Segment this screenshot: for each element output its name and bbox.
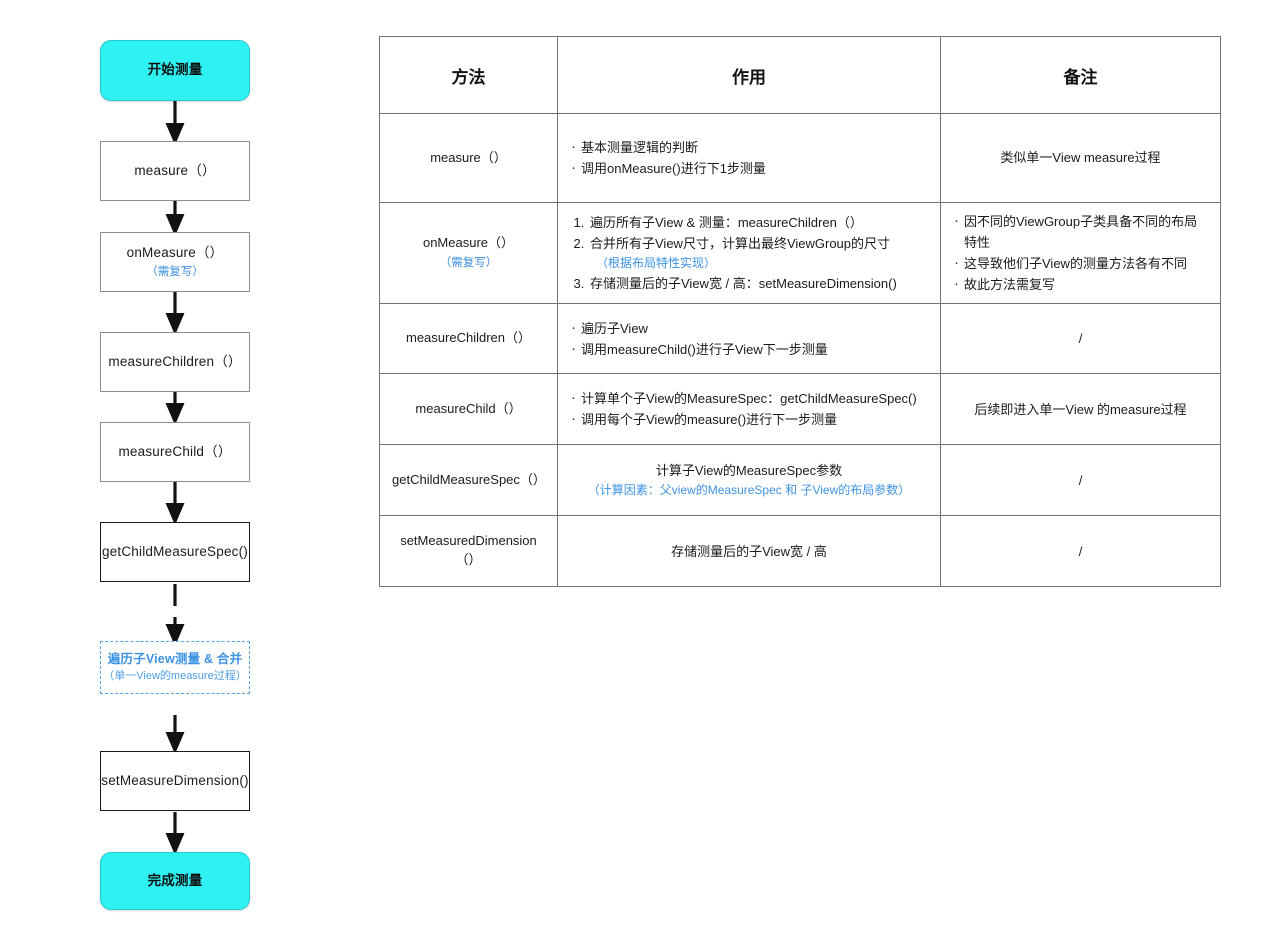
flow-node-traverse-children[interactable]: 遍历子View测量 & 合并 （单一View的measure过程） [100, 641, 250, 694]
flow-node-sublabel: （需复写） [146, 265, 204, 278]
table-row: measureChild（） 计算单个子View的MeasureSpec：get… [379, 373, 1221, 446]
cell-note: / [940, 444, 1221, 517]
method-name: measureChild（） [415, 400, 522, 416]
list-item: 调用onMeasure()进行下1步测量 [570, 157, 928, 180]
cell-note: / [940, 515, 1221, 588]
cell-role: 遍历子View 调用measureChild()进行子View下一步测量 [557, 303, 941, 375]
role-annotation: （计算因素：父view的MeasureSpec 和 子View的布局参数） [587, 482, 911, 497]
flow-node-on-measure[interactable]: onMeasure（） （需复写） [100, 232, 250, 292]
flow-node-label: onMeasure（） [126, 245, 224, 261]
cell-role: 计算子View的MeasureSpec参数 （计算因素：父view的Measur… [557, 444, 941, 517]
role-bullet-list: 遍历子View 调用measureChild()进行子View下一步测量 [570, 317, 928, 361]
role-text: 计算子View的MeasureSpec参数 [655, 462, 843, 478]
table-row: getChildMeasureSpec（） 计算子View的MeasureSpe… [379, 444, 1221, 517]
table-row: setMeasuredDimension（） 存储测量后的子View宽 / 高 … [379, 515, 1221, 588]
column-header-method: 方法 [379, 36, 558, 114]
flow-node-measure-children[interactable]: measureChildren（） [100, 332, 250, 392]
flow-node-label: measureChildren（） [108, 353, 242, 369]
list-item: 存储测量后的子View宽 / 高：setMeasureDimension() [588, 273, 928, 294]
method-name: setMeasuredDimension（） [400, 533, 537, 568]
role-text: 存储测量后的子View宽 / 高 [671, 543, 827, 559]
cell-role: 基本测量逻辑的判断 调用onMeasure()进行下1步测量 [557, 113, 941, 203]
table-header-row: 方法 作用 备注 [379, 36, 1221, 114]
column-header-role: 作用 [557, 36, 941, 114]
list-item: 调用measureChild()进行子View下一步测量 [570, 338, 928, 361]
role-bullet-list: 计算单个子View的MeasureSpec：getChildMeasureSpe… [570, 387, 928, 431]
column-header-note: 备注 [940, 36, 1221, 114]
flow-node-label: setMeasureDimension() [101, 772, 249, 788]
flow-node-label: measureChild（） [118, 443, 232, 459]
flow-node-label: 完成测量 [147, 872, 203, 888]
flow-node-measure[interactable]: measure（） [100, 141, 250, 201]
note-bullet-list: 因不同的ViewGroup子类具备不同的布局特性 这导致他们子View的测量方法… [953, 210, 1208, 296]
cell-method: measureChild（） [379, 373, 558, 446]
cell-role: 计算单个子View的MeasureSpec：getChildMeasureSpe… [557, 373, 941, 446]
list-item-annotation: （根据布局特性实现） [596, 255, 717, 270]
cell-note: 后续即进入单一View 的measure过程 [940, 373, 1221, 446]
list-item: 合并所有子View尺寸，计算出最终ViewGroup的尺寸 （根据布局特性实现） [588, 233, 928, 273]
flow-node-finish[interactable]: 完成测量 [100, 852, 250, 910]
cell-method: setMeasuredDimension（） [379, 515, 558, 588]
method-sublabel: （需复写） [439, 257, 498, 270]
note-text: / [1078, 543, 1083, 559]
list-item: 这导致他们子View的测量方法各有不同 [953, 252, 1208, 275]
method-name: onMeasure（） [422, 235, 515, 251]
list-item-text: 合并所有子View尺寸，计算出最终ViewGroup的尺寸 [590, 235, 891, 251]
note-text: 类似单一View measure过程 [1000, 150, 1161, 166]
method-name: measureChildren（） [406, 330, 531, 346]
method-name: measure（） [430, 149, 507, 165]
role-numbered-list: 遍历所有子View & 测量：measureChildren（） 合并所有子Vi… [570, 212, 928, 295]
flow-node-start[interactable]: 开始测量 [100, 40, 250, 101]
list-item: 遍历子View [570, 317, 928, 340]
method-name: getChildMeasureSpec（） [392, 471, 546, 487]
table-row: onMeasure（） （需复写） 遍历所有子View & 测量：measure… [379, 201, 1221, 305]
list-item: 计算单个子View的MeasureSpec：getChildMeasureSpe… [570, 387, 928, 410]
list-item: 基本测量逻辑的判断 [570, 136, 928, 159]
flow-node-set-measure-dimension[interactable]: setMeasureDimension() [100, 751, 250, 811]
table-row: measure（） 基本测量逻辑的判断 调用onMeasure()进行下1步测量… [379, 113, 1221, 203]
flow-node-get-child-measure-spec[interactable]: getChildMeasureSpec() [100, 522, 250, 582]
list-item: 遍历所有子View & 测量：measureChildren（） [588, 212, 928, 233]
flow-node-sublabel: （单一View的measure过程） [103, 669, 247, 682]
flow-node-measure-child[interactable]: measureChild（） [100, 422, 250, 482]
list-item: 调用每个子View的measure()进行下一步测量 [570, 408, 928, 431]
cell-method: measure（） [379, 113, 558, 203]
flow-node-label: 开始测量 [147, 62, 203, 78]
note-text: / [1078, 331, 1083, 347]
cell-note: 因不同的ViewGroup子类具备不同的布局特性 这导致他们子View的测量方法… [940, 201, 1221, 305]
cell-role: 存储测量后的子View宽 / 高 [557, 515, 941, 588]
cell-note: / [940, 303, 1221, 375]
measure-flowchart: 开始测量 measure（） onMeasure（） （需复写） measure… [0, 0, 370, 930]
note-text: 后续即进入单一View 的measure过程 [974, 401, 1187, 417]
cell-note: 类似单一View measure过程 [940, 113, 1221, 203]
cell-method: onMeasure（） （需复写） [379, 201, 558, 305]
table-row: measureChildren（） 遍历子View 调用measureChild… [379, 303, 1221, 375]
flow-node-label: measure（） [134, 162, 216, 178]
note-text: / [1078, 472, 1083, 488]
role-bullet-list: 基本测量逻辑的判断 调用onMeasure()进行下1步测量 [570, 136, 928, 180]
cell-method: getChildMeasureSpec（） [379, 444, 558, 517]
flow-node-label: 遍历子View测量 & 合并 [107, 651, 243, 666]
list-item: 故此方法需复写 [953, 273, 1208, 296]
cell-role: 遍历所有子View & 测量：measureChildren（） 合并所有子Vi… [557, 201, 941, 305]
flow-node-label: getChildMeasureSpec() [101, 543, 249, 559]
cell-method: measureChildren（） [379, 303, 558, 375]
measure-methods-table: 方法 作用 备注 measure（） 基本测量逻辑的判断 调用onMeasure… [379, 36, 1221, 588]
list-item: 因不同的ViewGroup子类具备不同的布局特性 [953, 210, 1208, 253]
